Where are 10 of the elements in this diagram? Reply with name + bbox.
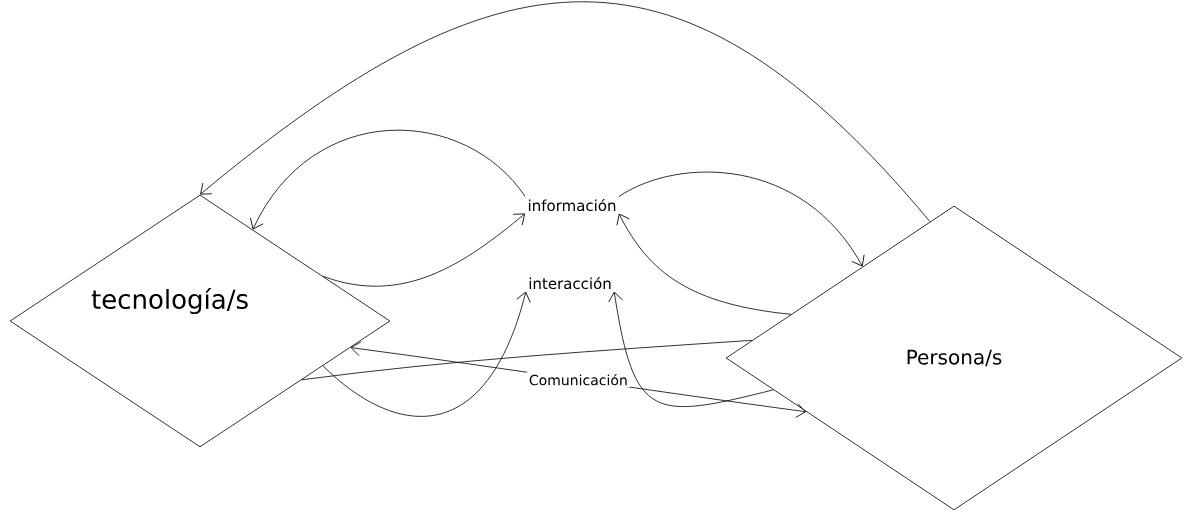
arrow (322, 291, 531, 417)
arrow (608, 291, 774, 407)
arrow (322, 213, 526, 287)
arrow (200, 1, 931, 223)
arrow (616, 213, 792, 315)
arrow (618, 171, 865, 267)
concept-text: interacción (529, 276, 611, 290)
edge-label: Comunicación (526, 371, 630, 388)
arrow (250, 130, 526, 230)
concept-text: información (528, 198, 616, 212)
